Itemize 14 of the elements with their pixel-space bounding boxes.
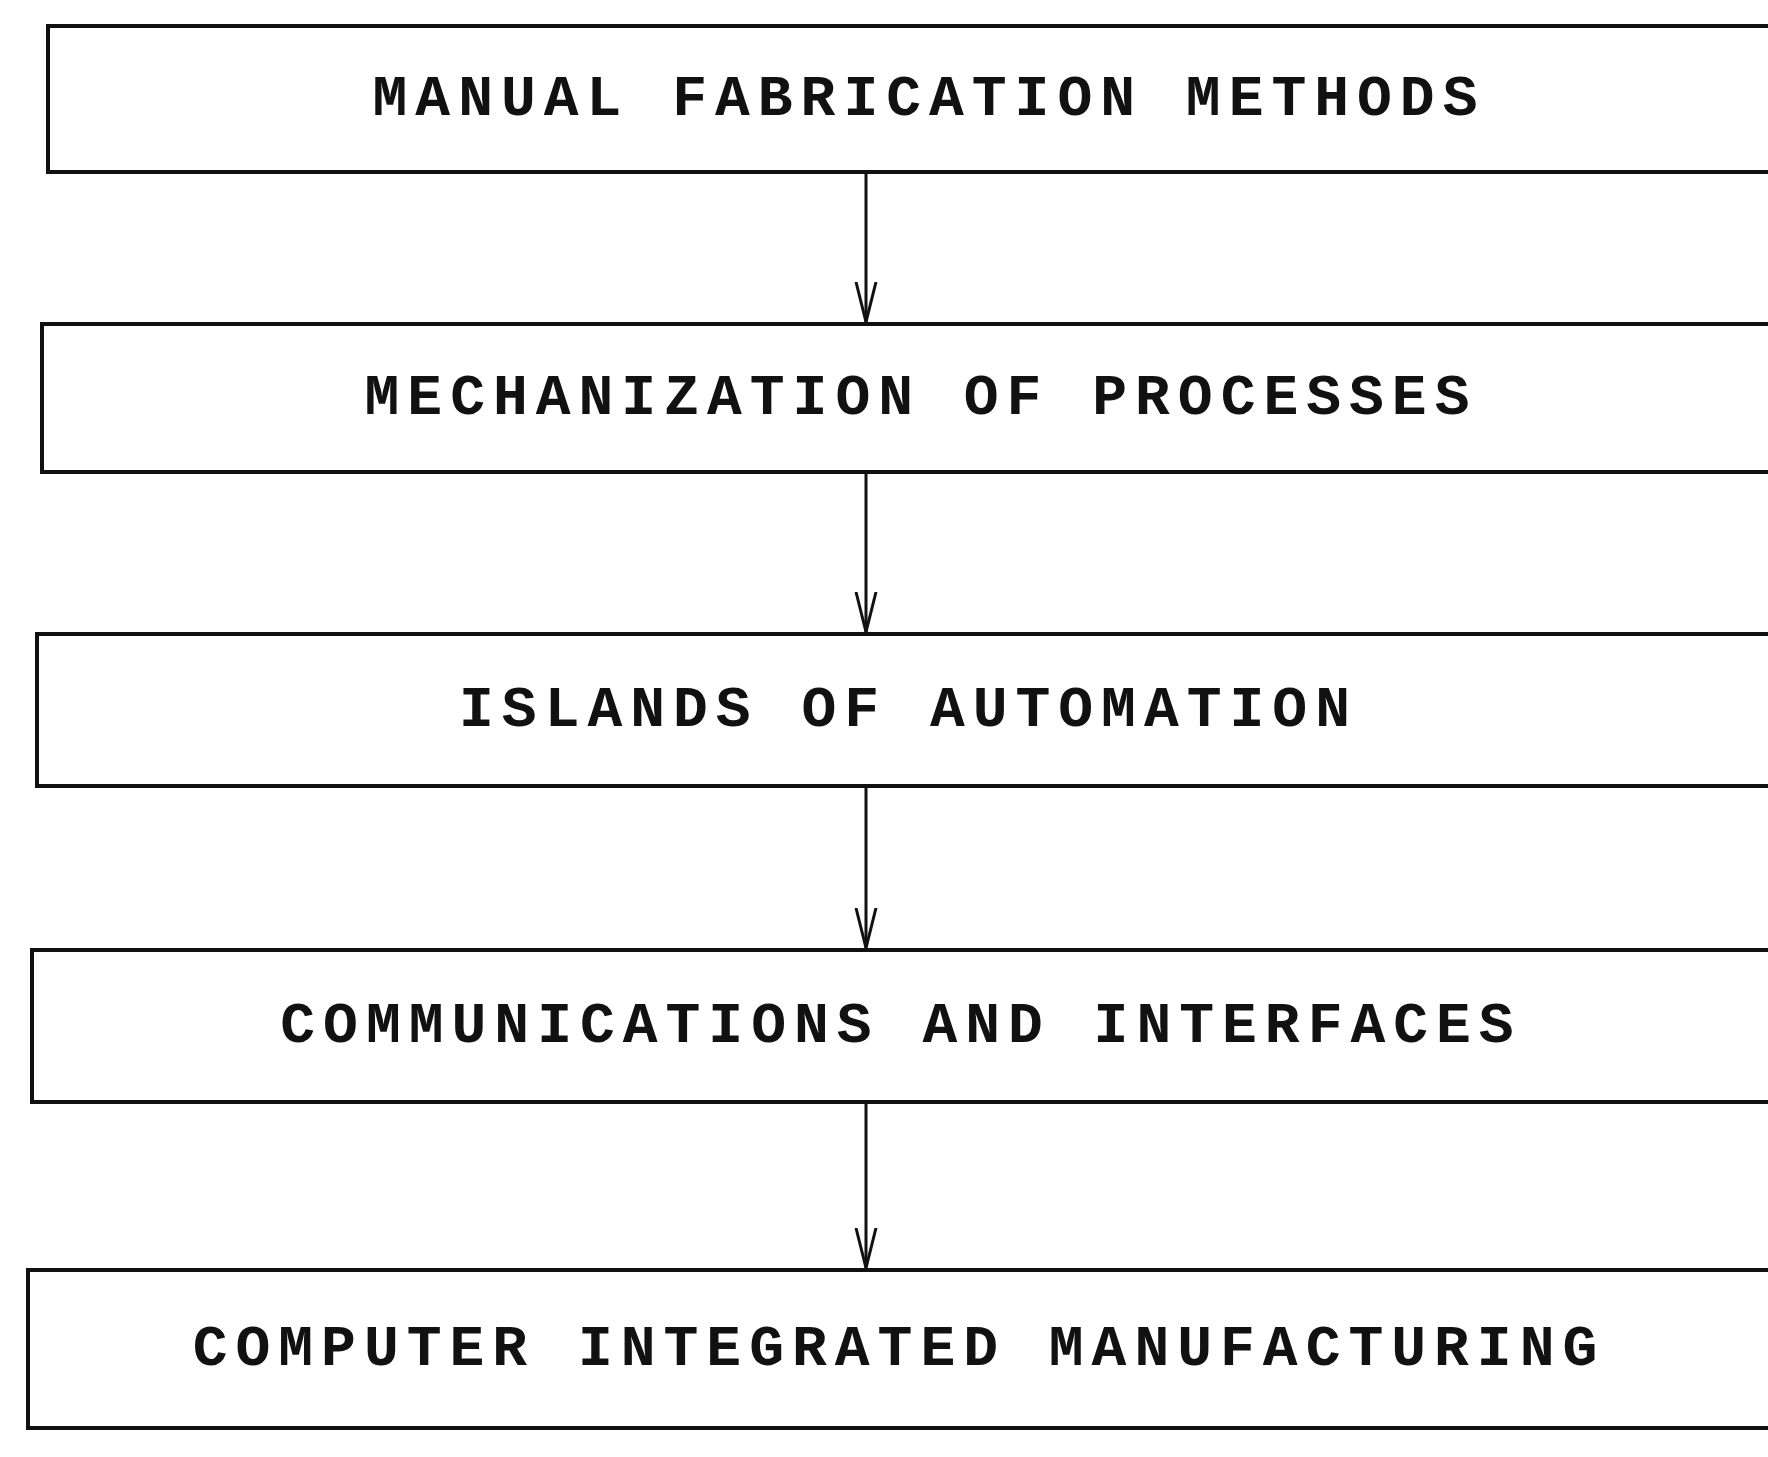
box-label: ISLANDS OF AUTOMATION <box>459 677 1358 743</box>
box-label: COMMUNICATIONS AND INTERFACES <box>280 993 1522 1059</box>
process-box <box>30 948 1768 1104</box>
box-label: COMPUTER INTEGRATED MANUFACTURING <box>192 1316 1606 1382</box>
arrow <box>854 788 878 950</box>
arrow <box>854 174 878 324</box>
arrow <box>854 1104 878 1270</box>
process-box <box>46 24 1768 174</box>
arrow <box>854 474 878 634</box>
box-label: MANUAL FABRICATION METHODS <box>372 66 1486 132</box>
process-box <box>35 632 1768 788</box>
process-box <box>40 322 1768 474</box>
process-box <box>26 1268 1768 1430</box>
box-label: MECHANIZATION OF PROCESSES <box>364 365 1478 431</box>
